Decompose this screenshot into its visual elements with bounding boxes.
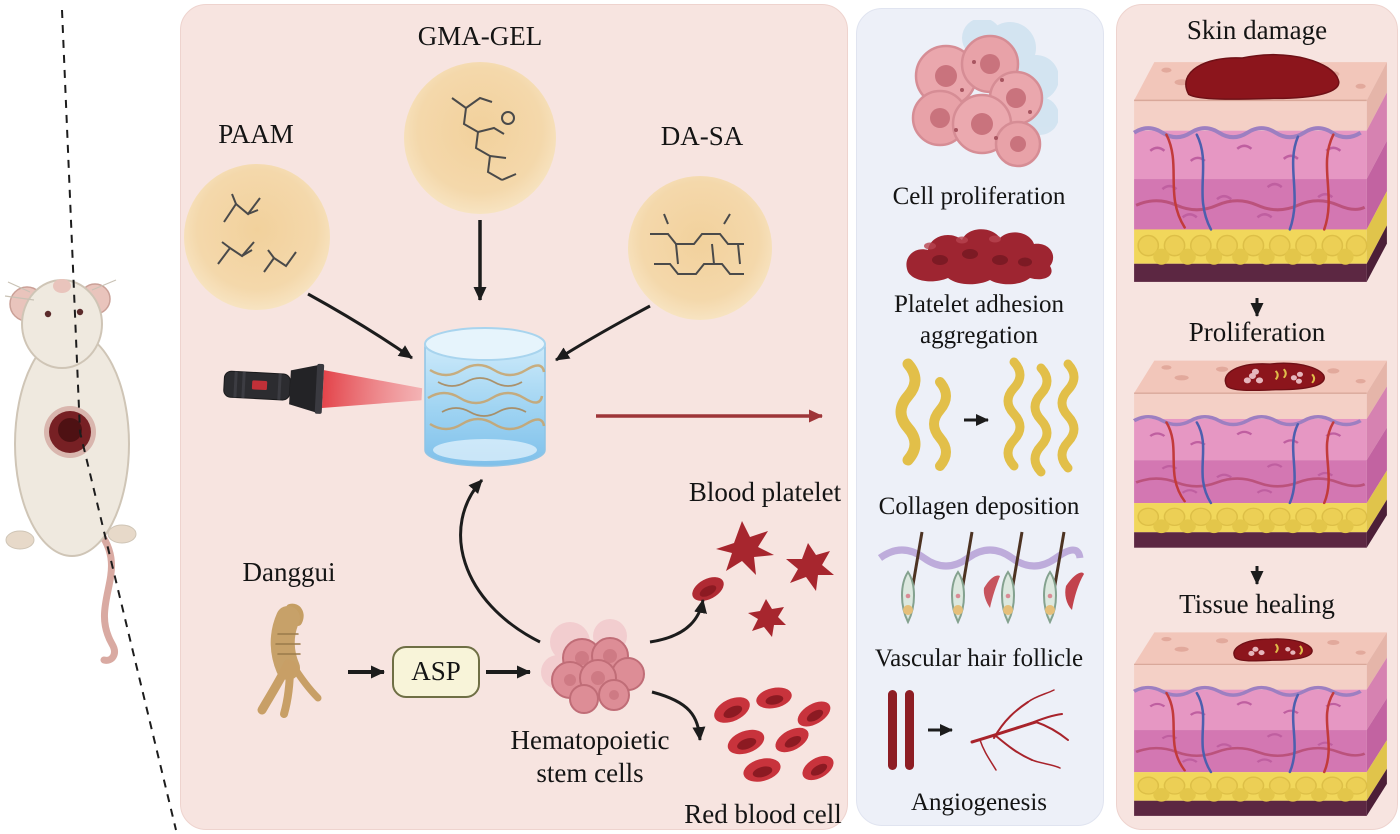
danggui-label: Danggui: [242, 557, 336, 587]
da-sa-structure-circle: [628, 176, 772, 320]
mouse-head: [21, 279, 103, 369]
blood-platelet-label: Blood platelet: [688, 477, 842, 507]
cell-proliferation-label: Cell proliferation: [892, 183, 1066, 210]
healed-wound: [1233, 638, 1313, 662]
stem-cell-cluster: [541, 619, 645, 714]
stem-cells-label: Hematopoietic stem cells: [510, 725, 670, 788]
paam-chemical-structure: [217, 193, 297, 273]
proliferation-section: [1126, 352, 1394, 558]
hydrogel-cylinder: [424, 327, 546, 467]
red-blood-cells: [714, 687, 834, 782]
hair-follicle-illustration: [877, 531, 1084, 625]
skin-damage-section: [1126, 54, 1394, 294]
uv-light-device: [223, 363, 423, 414]
proliferation-label: Proliferation: [1188, 317, 1326, 347]
blood-platelets: [692, 521, 834, 637]
angiogenesis-label: Angiogenesis: [910, 789, 1048, 816]
platelet-aggregation-illustration: [906, 229, 1054, 285]
danggui-root: [257, 603, 322, 718]
tissue-healing-section: [1126, 624, 1394, 826]
da-sa-label: DA-SA: [660, 121, 744, 151]
skin-damage-label: Skin damage: [1186, 15, 1328, 45]
asp-label: ASP: [411, 656, 461, 686]
collagen-deposition-illustration: [895, 357, 1079, 477]
paam-label: PAAM: [218, 119, 294, 149]
gma-gel-chemical-structure: [451, 96, 517, 181]
follicle-muscle: [1065, 572, 1084, 610]
device-logo: [251, 380, 268, 391]
healing-wound: [1224, 362, 1325, 392]
collagen-deposition-label: Collagen deposition: [878, 493, 1080, 520]
cell-proliferation-illustration: [911, 20, 1058, 168]
mouse-illustration: [4, 279, 137, 664]
da-sa-chemical-structure: [650, 213, 744, 275]
large-wound: [1185, 54, 1340, 100]
asp-box: ASP: [392, 646, 480, 698]
mouse-tail: [94, 526, 118, 664]
paam-structure-circle: [184, 164, 330, 310]
angiogenesis-illustration: [888, 689, 1069, 771]
red-blood-cell-label: Red blood cell: [684, 799, 842, 829]
tissue-healing-label: Tissue healing: [1179, 589, 1335, 619]
gma-gel-label: GMA-GEL: [417, 21, 543, 51]
light-beam: [321, 370, 423, 409]
gma-gel-structure-circle: [404, 62, 556, 214]
vascular-hair-follicle-label: Vascular hair follicle: [874, 645, 1084, 672]
platelet-adhesion-label: Platelet adhesion aggregation: [893, 291, 1065, 349]
